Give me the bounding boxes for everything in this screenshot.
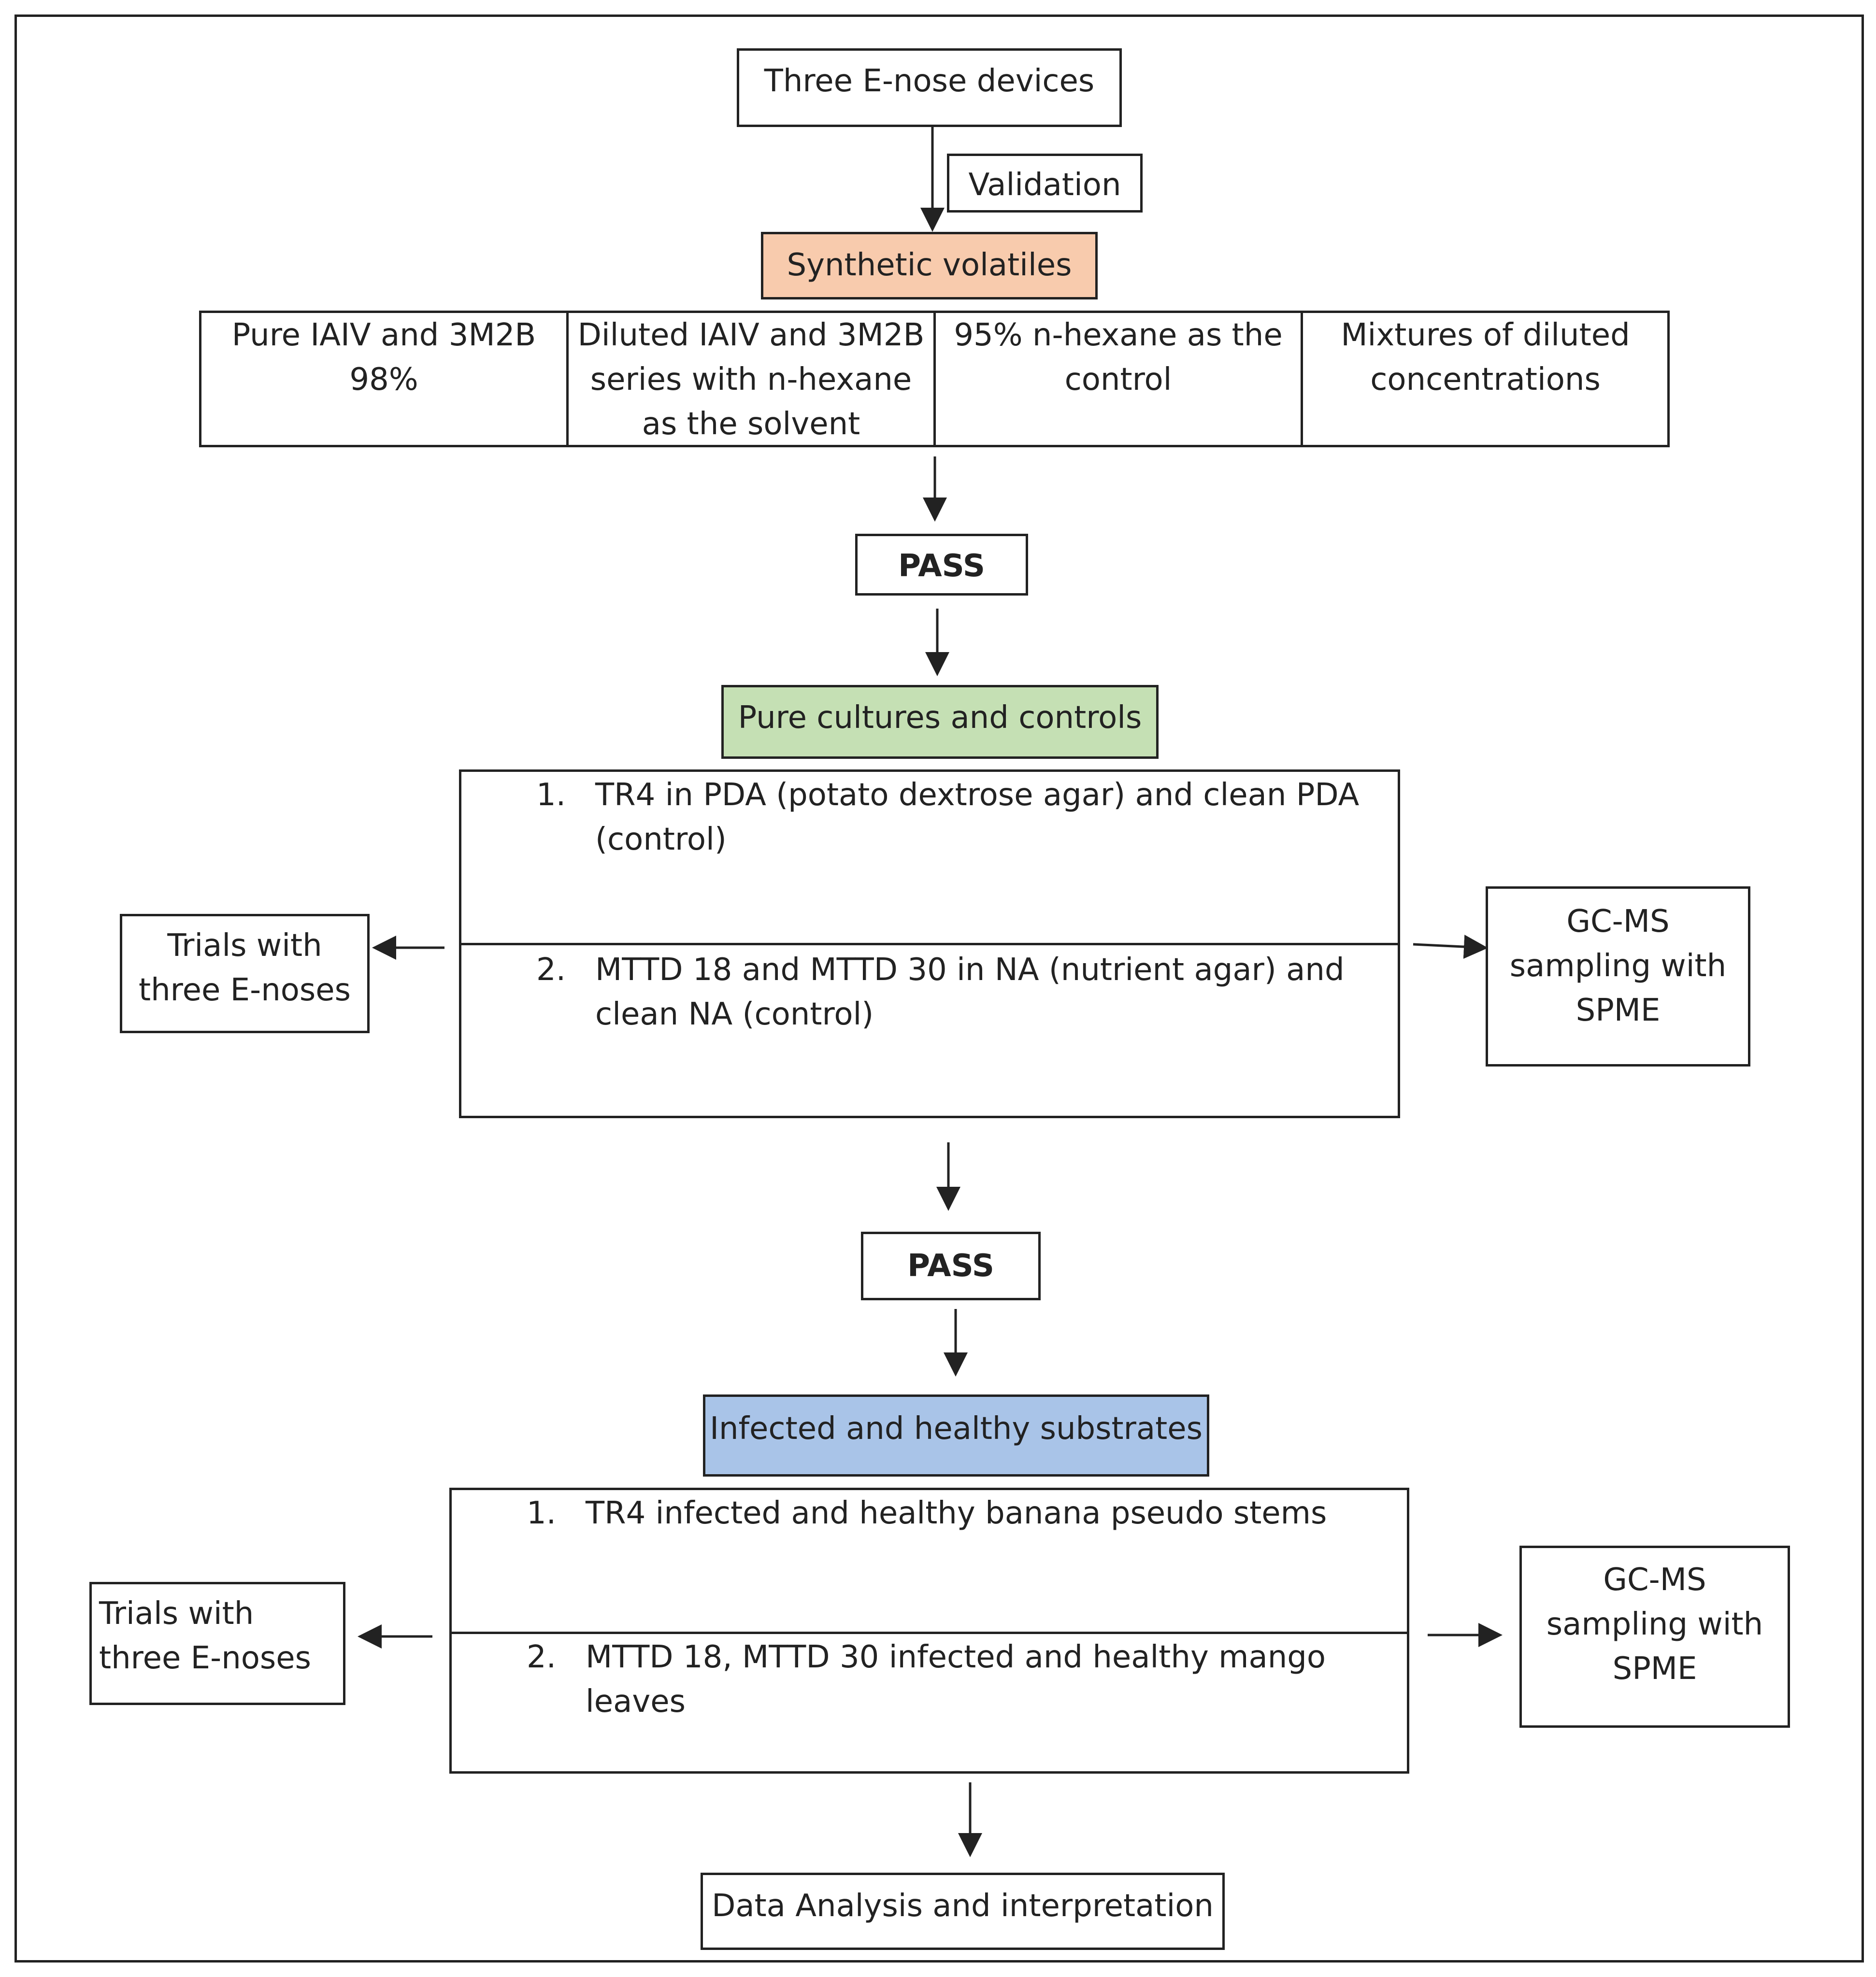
pure-cultures-title: Pure cultures and controls <box>738 700 1142 736</box>
cultures-item-tr4: TR4 in PDA (potato dextrose agar) and cl… <box>595 777 1360 857</box>
data-analysis-label: Data Analysis and interpretation <box>712 1888 1214 1924</box>
substrates-box <box>449 1488 1409 1774</box>
cell-divider <box>1301 311 1303 447</box>
devices-label: Three E-nose devices <box>764 63 1095 99</box>
cell-divider <box>933 311 936 447</box>
pass-box <box>855 534 1028 596</box>
pass-label: PASS <box>907 1248 994 1284</box>
pass-label: PASS <box>898 548 985 584</box>
data-analysis-box <box>701 1873 1225 1950</box>
devices-box <box>737 48 1122 127</box>
validation-label: Validation <box>968 167 1121 203</box>
substrates-item-mango: MTTD 18, MTTD 30 infected and healthy ma… <box>586 1639 1326 1720</box>
stage-header-substrates <box>703 1394 1209 1477</box>
item-number: 1. <box>536 777 566 813</box>
synthetic-volatiles-title: Synthetic volatiles <box>787 247 1072 283</box>
substrates-item-banana: TR4 infected and healthy banana pseudo s… <box>586 1495 1327 1531</box>
validation-box <box>947 154 1143 213</box>
item-number: 1. <box>527 1495 557 1531</box>
item-number: 2. <box>527 1639 557 1675</box>
item-number: 2. <box>536 952 566 988</box>
cultures-divider <box>459 943 1400 945</box>
infected-substrates-title: Infected and healthy substrates <box>710 1411 1203 1447</box>
trials-box <box>89 1582 345 1705</box>
stage-header-cultures <box>721 685 1159 759</box>
gcms-box <box>1486 886 1750 1067</box>
trials-box <box>120 914 370 1033</box>
stage-header-synthetic <box>761 232 1098 299</box>
arrow-cultures-to-gcms <box>1413 935 1488 959</box>
cell-divider <box>566 311 569 447</box>
pass-box <box>861 1232 1041 1300</box>
gcms-box <box>1519 1546 1790 1728</box>
substrates-divider <box>449 1632 1409 1634</box>
cultures-item-mttd: MTTD 18 and MTTD 30 in NA (nutrient agar… <box>595 952 1345 1032</box>
